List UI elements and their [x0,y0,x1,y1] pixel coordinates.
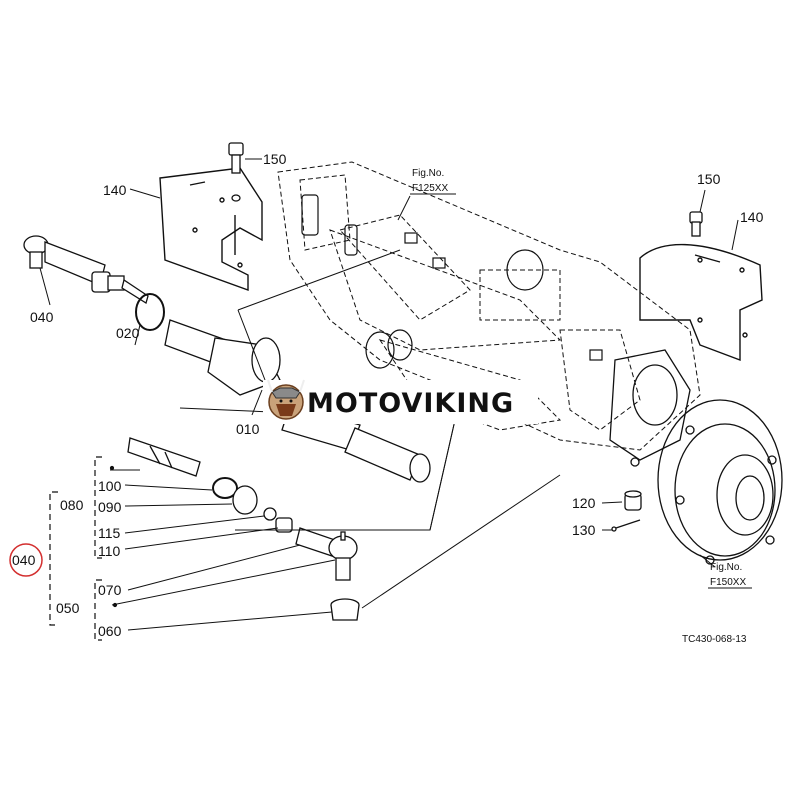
tie-rod-end-070 [295,527,358,581]
boot-080 [232,485,258,515]
label-120: 120 [572,495,596,511]
brand-text: MOTOVIKING [307,388,514,419]
label-115: 115 [98,525,121,541]
highlight-circle [9,543,43,577]
label-040-circled: 040 [12,552,36,568]
label-130: 130 [572,522,596,538]
fig-ref-right-label: Fig.No. [710,562,742,573]
label-040-end: 040 [30,309,54,325]
o-ring-090 [212,477,238,499]
axle-housing-details [301,194,603,369]
label-100: 100 [98,478,122,494]
fender-plate-right [639,243,763,362]
label-150-left: 150 [263,151,287,167]
castle-nut-120 [624,490,642,511]
fig-ref-top-label: Fig.No. [412,168,444,179]
leader-lines [39,158,739,631]
label-020: 020 [116,325,140,341]
bolt-150-right [689,211,703,237]
fig-ref-top-number: F125XX [412,183,448,194]
label-150-right: 150 [697,171,721,187]
wheel-hub [609,349,783,565]
bolt-150-left [228,142,244,202]
label-110: 110 [98,543,121,559]
cotter-pin-130 [611,519,641,532]
label-080: 080 [60,497,84,513]
nut-110 [275,517,293,533]
snap-ring-020 [135,293,165,331]
fig-ref-right-number: F150XX [710,577,746,588]
inner-rod-100 [127,437,201,477]
label-140-right: 140 [740,209,764,225]
watermark: MOTOVIKING [263,379,538,424]
viking-logo-icon [267,379,305,420]
assembly-brackets [49,456,102,641]
label-060: 060 [98,623,122,639]
label-010: 010 [236,421,260,437]
drawing-code: TC430-068-13 [682,634,747,645]
dust-cap-060 [330,598,360,621]
washer-115 [263,507,277,521]
label-090: 090 [98,499,122,515]
fender-plate-left [159,167,263,291]
label-140-left: 140 [103,182,127,198]
label-070: 070 [98,582,122,598]
label-050: 050 [56,600,80,616]
